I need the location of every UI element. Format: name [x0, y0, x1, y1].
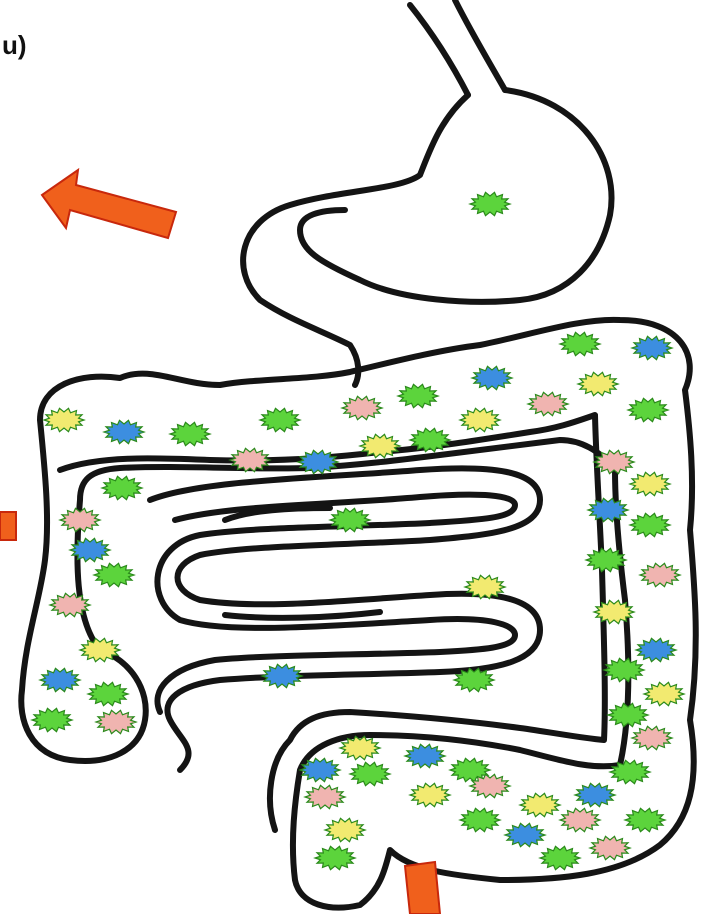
bacterium-icon: [575, 783, 615, 806]
arrow-icon: [0, 512, 16, 540]
bacterium-icon: [410, 783, 450, 806]
bacterium-icon: [505, 823, 545, 846]
arrow-icon: [405, 862, 440, 914]
bacterium-icon: [588, 498, 628, 521]
bacterium-icon: [472, 366, 512, 389]
bacterium-icon: [460, 808, 500, 831]
bacterium-icon: [578, 372, 618, 395]
bacterium-icon: [170, 422, 210, 445]
bacterium-icon: [460, 408, 500, 431]
bacterium-icon: [102, 476, 142, 499]
bacterium-icon: [60, 508, 100, 531]
bacterium-icon: [630, 513, 670, 536]
bacterium-icon: [104, 420, 144, 443]
bacterium-icon: [528, 392, 568, 415]
bacterium-icon: [315, 846, 355, 869]
bacterium-icon: [520, 793, 560, 816]
bacterium-icon: [625, 808, 665, 831]
bacterium-icon: [44, 408, 84, 431]
bacterium-icon: [405, 744, 445, 767]
bacterium-icon: [590, 836, 630, 859]
bacterium-icon: [640, 563, 680, 586]
esophagus: [410, 5, 468, 95]
bacterium-icon: [560, 808, 600, 831]
bacterium-icon: [540, 846, 580, 869]
bacterium-icon: [560, 332, 600, 355]
bacterium-icon: [32, 708, 72, 731]
bacterium-icon: [608, 703, 648, 726]
arrow-icon: [42, 170, 176, 238]
bacterium-icon: [40, 668, 80, 691]
bacterium-icon: [632, 726, 672, 749]
bacterium-icon: [88, 682, 128, 705]
bacterium-icon: [630, 472, 670, 495]
esophagus: [455, 0, 505, 90]
stomach: [243, 95, 468, 385]
small-intestine: [225, 612, 380, 618]
bacterium-icon: [350, 762, 390, 785]
bacterium-icon: [325, 818, 365, 841]
bacterium-icon: [644, 682, 684, 705]
bacterium-icon: [398, 384, 438, 407]
bacterium-icon: [636, 638, 676, 661]
bacterium-icon: [260, 408, 300, 431]
bacterium-icon: [632, 336, 672, 359]
bacterium-icon: [604, 658, 644, 681]
bacterium-icon: [262, 664, 302, 687]
bacterium-icon: [342, 396, 382, 419]
bacterium-icon: [628, 398, 668, 421]
bacterium-icon: [470, 192, 510, 215]
bacterium-icon: [96, 710, 136, 733]
bacterium-icon: [305, 785, 345, 808]
bacterium-icon: [94, 563, 134, 586]
